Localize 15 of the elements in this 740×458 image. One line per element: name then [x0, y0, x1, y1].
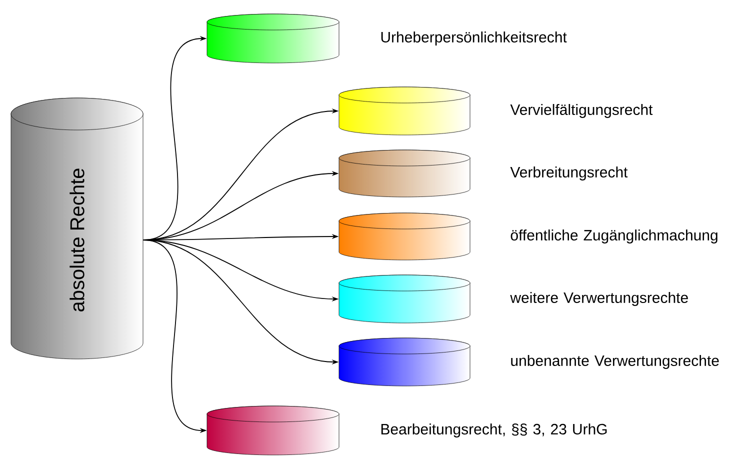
cylinder-label: Vervielfältigungsrecht — [510, 104, 653, 118]
cylinder — [338, 338, 470, 386]
cylinder-label: Verbreitungsrecht — [510, 166, 628, 180]
cylinder: absolute Rechte — [10, 98, 144, 360]
cylinder — [338, 86, 470, 136]
cylinder-label: weitere Verwertungsrechte — [510, 292, 688, 306]
cylinder-label: Urheberpersönlichkeitsrecht — [381, 32, 567, 46]
cylinder — [206, 406, 340, 456]
cylinder-label: unbenannte Verwertungsrechte — [511, 355, 719, 369]
cylinder — [206, 14, 340, 64]
cylinder — [338, 150, 470, 198]
cylinder-label: Bearbeitungsrecht, §§ 3, 23 UrhG — [381, 424, 607, 438]
cylinder — [338, 274, 470, 324]
cylinder — [338, 212, 470, 260]
cylinder-label: öffentliche Zugänglichmachung — [510, 230, 718, 244]
